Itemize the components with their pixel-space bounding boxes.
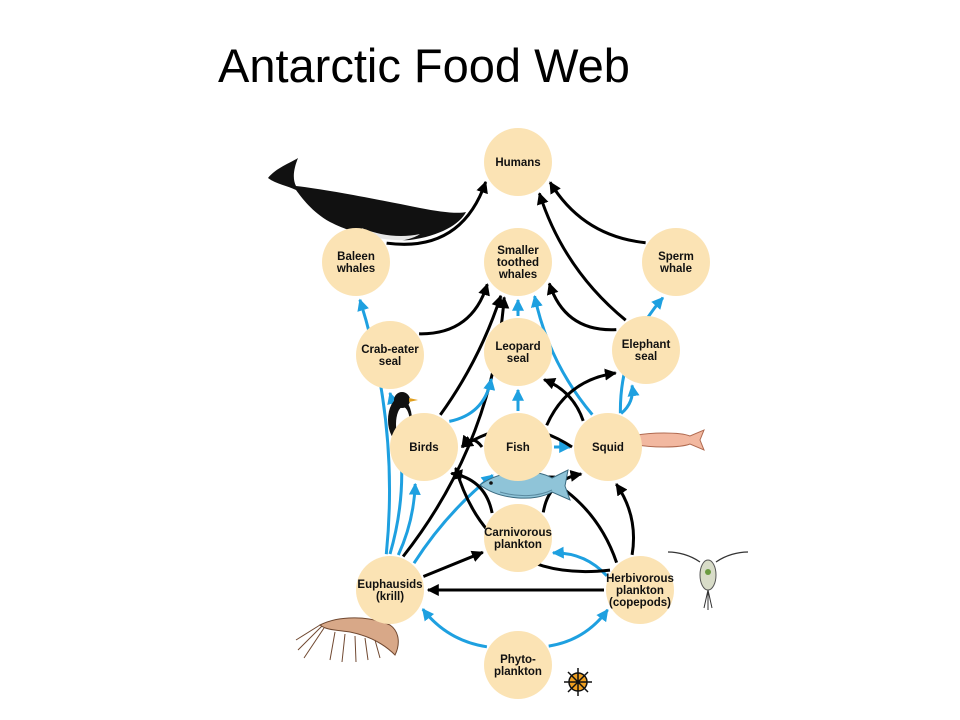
arrow-herbivorous-to-squid — [615, 483, 636, 556]
arrow-baleen-to-humans — [386, 180, 488, 246]
node-label: whales — [336, 263, 375, 275]
arrow-fish-to-elephant — [545, 368, 617, 426]
node-label: whale — [659, 263, 692, 275]
arrow-crab-to-smaller — [419, 283, 490, 336]
node-humans: Humans — [484, 128, 552, 196]
arrow-birds-to-leopard — [448, 377, 496, 423]
node-label: plankton — [494, 539, 542, 551]
node-circle — [612, 316, 680, 384]
node-label: seal — [635, 351, 657, 363]
node-label: Humans — [495, 157, 540, 169]
node-label: Elephant — [622, 339, 671, 351]
phytoplankton-icon — [564, 668, 592, 696]
node-circle — [484, 504, 552, 572]
krill-icon — [295, 617, 399, 663]
arrow-elephant-to-smaller — [546, 282, 617, 332]
page-title: Antarctic Food Web — [218, 39, 630, 92]
node-squid: Squid — [574, 413, 642, 481]
node-label: Crab-eater — [361, 344, 419, 356]
arrow-phyto-to-herbivorous — [548, 608, 609, 648]
node-label: Euphausids — [357, 579, 422, 591]
node-label: Fish — [506, 442, 530, 454]
copepod-icon — [667, 551, 749, 610]
node-circle — [642, 228, 710, 296]
node-circle — [484, 228, 552, 296]
node-circle — [484, 318, 552, 386]
node-label: seal — [379, 356, 401, 368]
arrow-squid-to-leopard — [542, 378, 585, 422]
node-label: plankton — [616, 585, 664, 597]
arrow-euphausids-to-birds — [396, 482, 421, 556]
node-circle — [484, 413, 552, 481]
node-fish: Fish — [484, 413, 552, 481]
node-label: (krill) — [376, 591, 404, 603]
node-label: toothed — [497, 257, 539, 269]
arrow-squid-to-smaller — [530, 295, 594, 416]
arrow-squid-to-elephant — [620, 384, 640, 415]
arrow-elephant-to-humans — [536, 192, 627, 322]
node-birds: Birds — [390, 413, 458, 481]
arrow-birds-to-smaller — [439, 294, 504, 416]
node-circle — [606, 556, 674, 624]
node-label: Smaller — [497, 245, 539, 257]
node-label: plankton — [494, 666, 542, 678]
node-label: (copepods) — [609, 597, 671, 609]
node-label: Baleen — [337, 251, 375, 263]
node-circle — [484, 128, 552, 196]
node-circle — [574, 413, 642, 481]
node-label: seal — [507, 353, 529, 365]
node-label: Sperm — [658, 251, 694, 263]
node-circle — [484, 631, 552, 699]
node-euphausids: Euphausids(krill) — [356, 556, 424, 624]
nodes-layer: HumansBaleenwhalesSmallertoothedwhalesSp… — [322, 128, 710, 699]
arrow-euphausids-to-carnivorous — [422, 550, 484, 578]
node-label: whales — [498, 269, 537, 281]
node-label: Leopard — [495, 341, 540, 353]
node-circle — [390, 413, 458, 481]
arrow-phyto-to-euphausids — [421, 608, 488, 649]
node-label: Herbivorous — [606, 573, 674, 585]
node-label: Birds — [409, 442, 438, 454]
node-circle — [356, 556, 424, 624]
node-phyto: Phyto-plankton — [484, 631, 552, 699]
node-label: Squid — [592, 442, 624, 454]
node-circle — [322, 228, 390, 296]
node-label: Phyto- — [500, 654, 536, 666]
node-label: Carnivorous — [484, 527, 552, 539]
node-circle — [356, 321, 424, 389]
arrow-sperm-to-humans — [548, 181, 646, 245]
